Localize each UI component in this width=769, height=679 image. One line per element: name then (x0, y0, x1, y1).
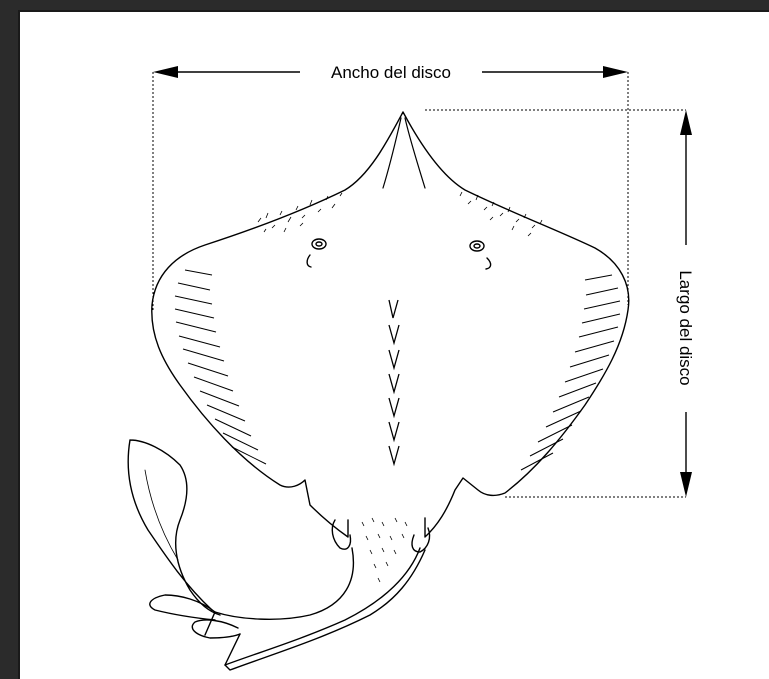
eye-left (312, 239, 326, 249)
length-label: Largo del disco (676, 270, 695, 385)
clasper-inner (145, 470, 178, 560)
thorn-7 (389, 446, 399, 464)
midline-thorns (389, 300, 399, 464)
thorn-2 (389, 325, 399, 343)
eye-left-pupil (316, 242, 322, 246)
eye-right-pupil (474, 244, 480, 248)
width-arrowhead-right (603, 66, 628, 78)
clasper-left (128, 440, 220, 615)
width-arrowhead-left (153, 66, 178, 78)
thorn-3 (389, 350, 399, 368)
thorn-6 (389, 422, 399, 440)
pelvic-right (412, 528, 430, 552)
disc-width-measure (153, 66, 628, 312)
eye-right (470, 241, 484, 251)
tail-speckles (362, 518, 407, 582)
ray-illustration (128, 112, 629, 670)
length-arrowhead-bottom (680, 472, 692, 497)
snout-ridge-right (405, 118, 425, 188)
snout-ridge-left (383, 118, 401, 188)
disc-outline (152, 112, 629, 537)
width-label: Ancho del disco (331, 63, 451, 82)
dorsal-fin-2 (192, 620, 240, 638)
head-speckles (258, 192, 542, 236)
thorn-1 (389, 300, 398, 318)
length-arrowhead-top (680, 110, 692, 135)
thorn-5 (389, 398, 399, 416)
thorn-4 (389, 374, 399, 392)
spiracle-right (486, 258, 491, 269)
spiracle-left (307, 255, 311, 267)
tail-outline (215, 548, 425, 670)
